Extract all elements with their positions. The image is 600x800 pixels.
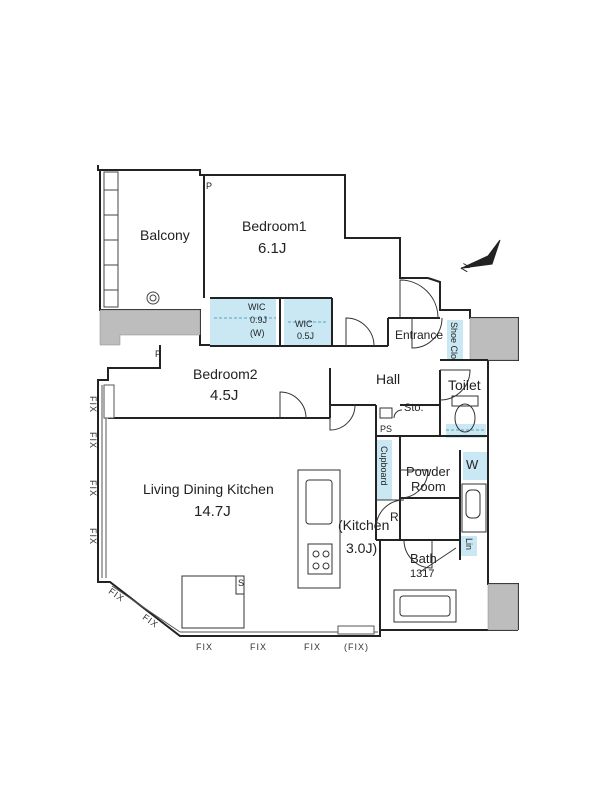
fix-bottom-4: (FIX) — [344, 642, 369, 652]
bottom-window — [111, 585, 378, 635]
balcony-label: Balcony — [140, 227, 190, 243]
hall-label: Hall — [376, 371, 401, 387]
fix-bottom-1: FIX — [196, 642, 214, 652]
cupboard-label: Cupboard — [379, 446, 389, 486]
appliance-box — [181, 575, 245, 629]
fix-left-1: FIX — [88, 396, 98, 414]
shoe-clo-label: Shoe Clo — [449, 322, 459, 360]
w-mark: W — [466, 457, 479, 472]
powder-label-1: Powder — [406, 464, 451, 479]
p-mark-bedroom2: P — [155, 349, 162, 359]
bedroom1-area: 6.1J — [258, 240, 287, 257]
bath-label: Bath — [410, 551, 437, 566]
left-window — [101, 384, 115, 578]
s-mark: S — [238, 578, 245, 588]
toilet-label: Toilet — [448, 377, 481, 393]
ldk-area: 14.7J — [194, 503, 231, 520]
fix-left-3: FIX — [88, 480, 98, 498]
bath-size: 1317 — [410, 568, 435, 580]
bedroom2-label: Bedroom2 — [193, 366, 258, 382]
wic2-area: 0.5J — [297, 331, 315, 341]
powder-label-2: Room — [411, 479, 446, 494]
wall-mass — [99, 309, 519, 631]
ldk-label: Living Dining Kitchen — [143, 481, 274, 497]
balcony-railing — [103, 171, 160, 308]
storage-details — [214, 317, 486, 431]
doors — [279, 279, 471, 573]
lin-label: Lin — [464, 538, 474, 551]
compass-icon — [461, 239, 501, 269]
entrance-label: Entrance — [395, 328, 444, 342]
sto-label: Sto. — [404, 402, 424, 414]
ps-mark: PS — [380, 424, 393, 434]
wic2-label: WIC — [295, 319, 313, 329]
sto-box — [379, 407, 403, 419]
fix-bottom-2: FIX — [250, 642, 268, 652]
fix-bottom-3: FIX — [304, 642, 322, 652]
powder-vanity — [461, 483, 487, 533]
bathtub — [393, 589, 457, 623]
bedroom1-label: Bedroom1 — [242, 218, 307, 234]
fix-left-4: FIX — [88, 528, 98, 546]
kitchen-area: 3.0J) — [346, 540, 378, 556]
wic1-area: 0.9J — [250, 315, 268, 325]
toilet-fixture — [451, 395, 479, 433]
bedroom2-area: 4.5J — [210, 387, 239, 404]
p-mark-bedroom1: P — [206, 181, 213, 191]
wic1-label: WIC — [248, 302, 266, 312]
fix-left-2: FIX — [88, 432, 98, 450]
interior-walls — [108, 175, 488, 630]
wic1-tag: (W) — [250, 328, 265, 338]
kitchen-label: (Kitchen — [338, 517, 390, 533]
r-mark: R — [390, 510, 399, 524]
kitchen-counter — [297, 469, 341, 589]
